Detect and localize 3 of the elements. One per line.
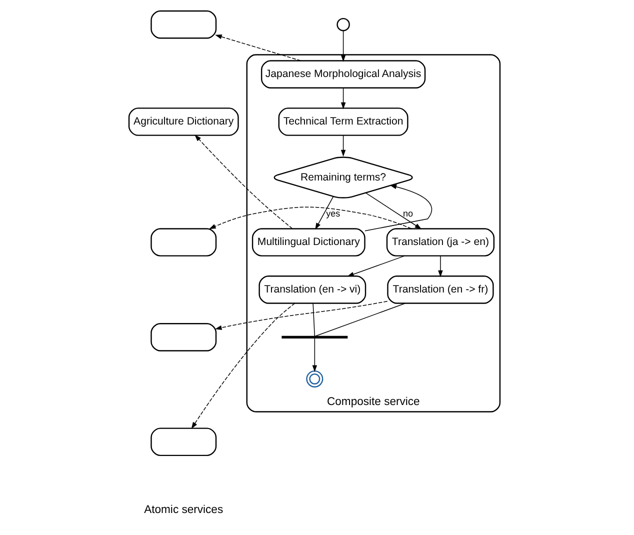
label: Atomic services bbox=[144, 504, 223, 516]
edge-label: yes bbox=[326, 208, 340, 218]
edge-label: no bbox=[402, 208, 413, 218]
